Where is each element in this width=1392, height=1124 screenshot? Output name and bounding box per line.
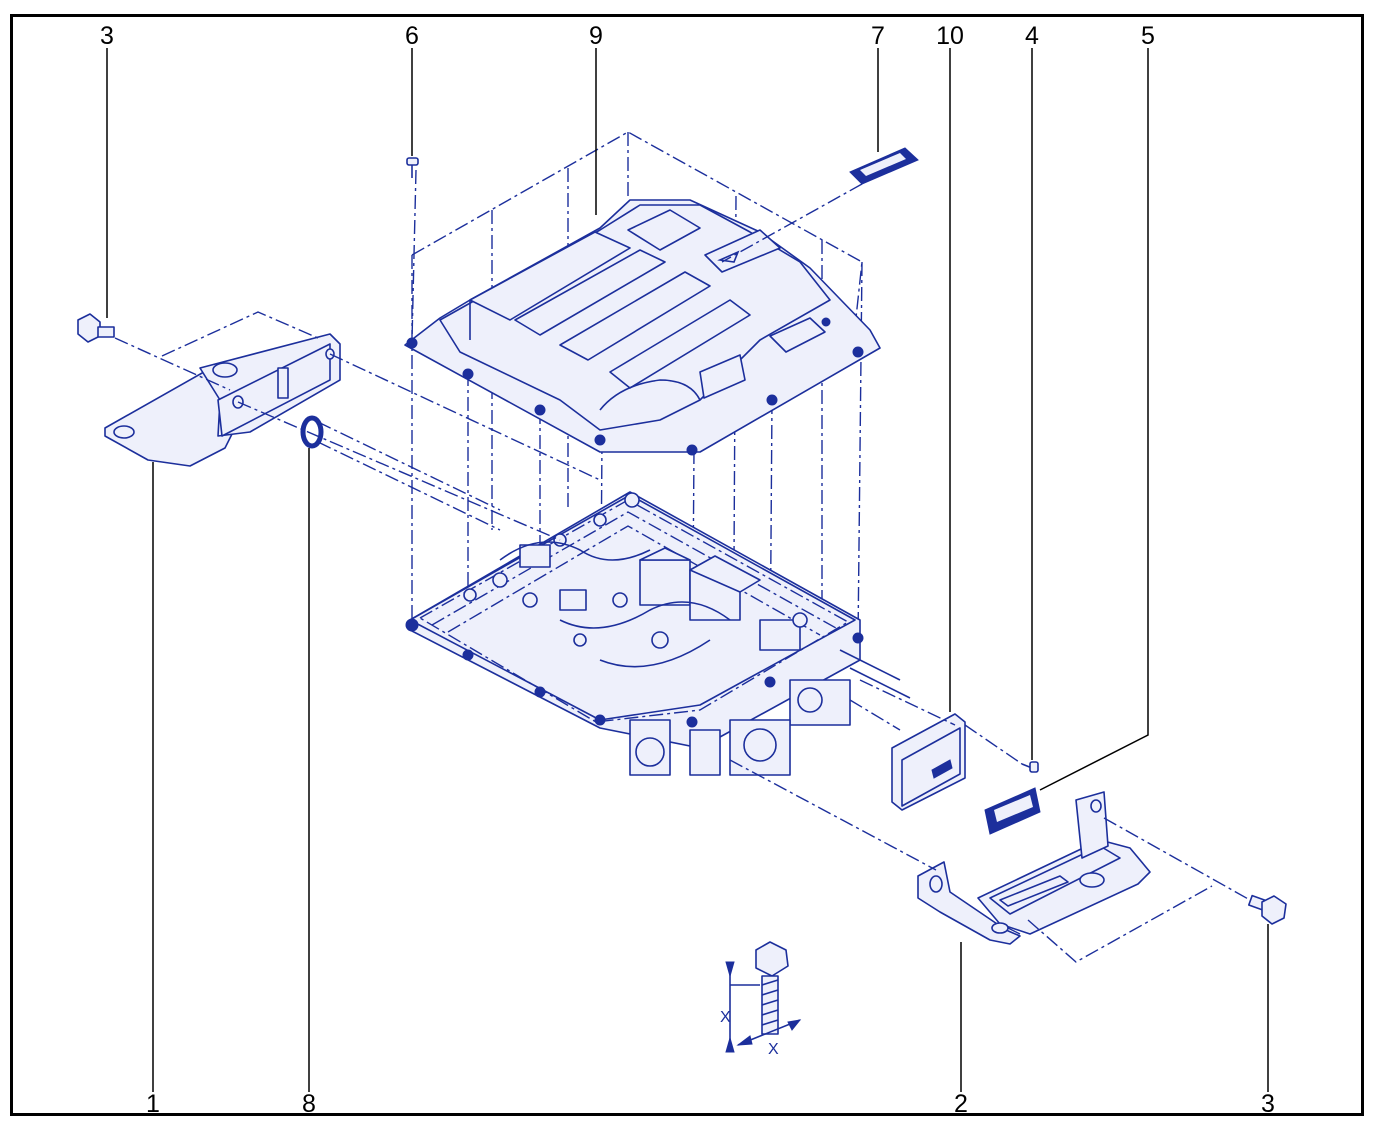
label-part-5 <box>984 787 1041 835</box>
bolt-length-detail <box>725 941 802 1053</box>
callout-7: 7 <box>871 22 885 50</box>
dimension-label-length: X <box>720 1009 731 1026</box>
callout-10: 10 <box>936 22 964 50</box>
bracket-part-2 <box>729 759 1251 963</box>
bracket-part-1 <box>104 311 601 541</box>
bolt-part-3-right <box>1247 894 1287 925</box>
leader-lines <box>106 48 1269 1092</box>
callout-9: 9 <box>589 22 603 50</box>
plate-part-10 <box>849 679 966 811</box>
screw-part-4 <box>964 724 1039 773</box>
screw-part-6 <box>406 157 419 178</box>
seal-part-8 <box>300 415 501 531</box>
dimension-label-thread: X <box>768 1041 779 1058</box>
callout-5: 5 <box>1141 22 1155 50</box>
callout-3-top: 3 <box>100 22 114 50</box>
callout-1: 1 <box>146 1090 160 1118</box>
cover-part-9 <box>404 199 881 456</box>
callout-2: 2 <box>954 1090 968 1118</box>
label-part-7 <box>721 147 919 263</box>
bolt-part-3-left <box>77 313 115 343</box>
callout-4: 4 <box>1025 22 1039 50</box>
electronic-module-base <box>405 491 911 776</box>
callout-6: 6 <box>405 22 419 50</box>
callout-8: 8 <box>302 1090 316 1118</box>
callout-3-bottom: 3 <box>1261 1090 1275 1118</box>
